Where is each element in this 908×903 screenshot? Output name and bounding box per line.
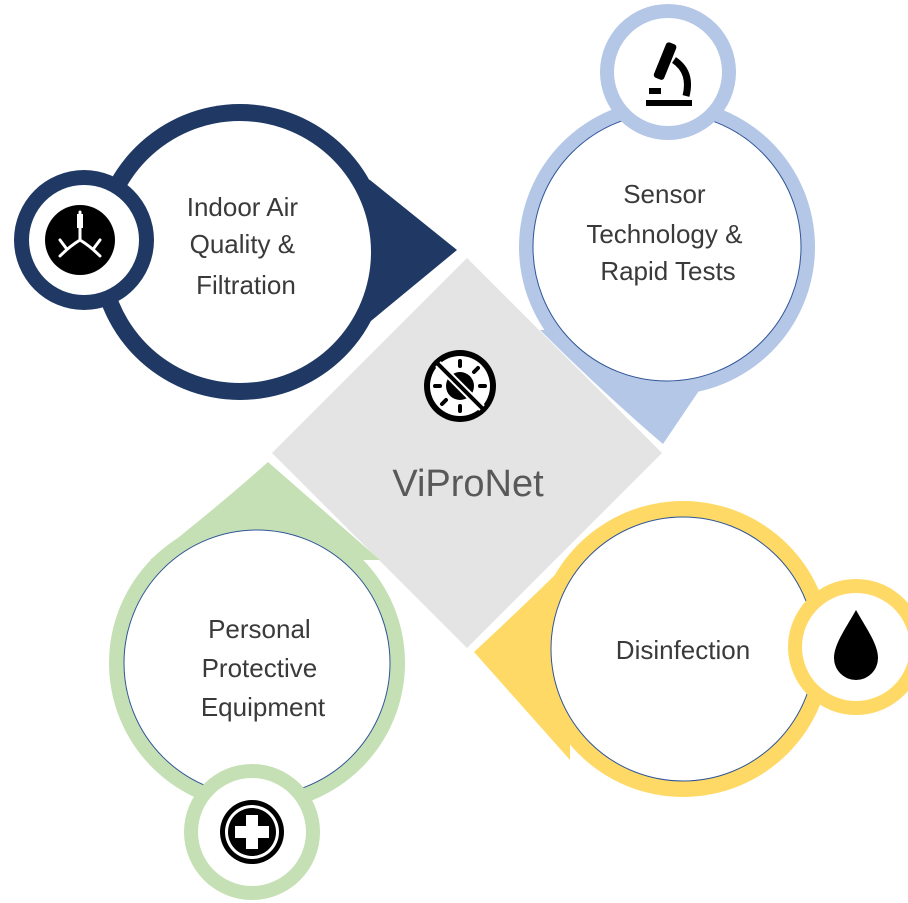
air-inner-circle <box>109 121 371 383</box>
sensor-label-line-2: Technology & <box>586 219 742 249</box>
droplet-icon <box>834 610 878 680</box>
sensor-icon-badge-inner <box>614 18 722 126</box>
node-sensor: Sensor Technology & Rapid Tests <box>519 4 815 444</box>
sensor-label: Sensor Technology & Rapid Tests <box>586 179 749 286</box>
air-label: Indoor Air Quality & Filtration <box>187 192 306 300</box>
sensor-label-line-1: Sensor <box>623 179 706 209</box>
ppe-label-line-2: Protective <box>202 653 318 683</box>
node-disinfection: Disinfection <box>474 501 908 797</box>
air-label-line-1: Indoor Air <box>187 192 299 222</box>
sensor-label-line-3: Rapid Tests <box>600 256 735 286</box>
disinfection-label-line-1: Disinfection <box>616 635 750 665</box>
microscope-icon <box>646 42 692 106</box>
air-label-line-3: Filtration <box>196 270 296 300</box>
node-indoor-air: Indoor Air Quality & Filtration <box>14 104 457 400</box>
lungs-icon <box>45 205 115 275</box>
center-title: ViProNet <box>392 463 544 505</box>
disinfection-label: Disinfection <box>616 635 750 665</box>
center-diamond <box>272 258 662 648</box>
medical-cross-icon <box>220 800 284 864</box>
ppe-label: Personal Protective Equipment <box>201 614 326 722</box>
ppe-label-line-3: Equipment <box>201 692 326 722</box>
no-virus-icon <box>424 350 496 422</box>
ppe-label-line-1: Personal <box>208 614 311 644</box>
node-ppe: Personal Protective Equipment <box>109 462 405 900</box>
air-label-line-2: Quality & <box>190 229 296 259</box>
